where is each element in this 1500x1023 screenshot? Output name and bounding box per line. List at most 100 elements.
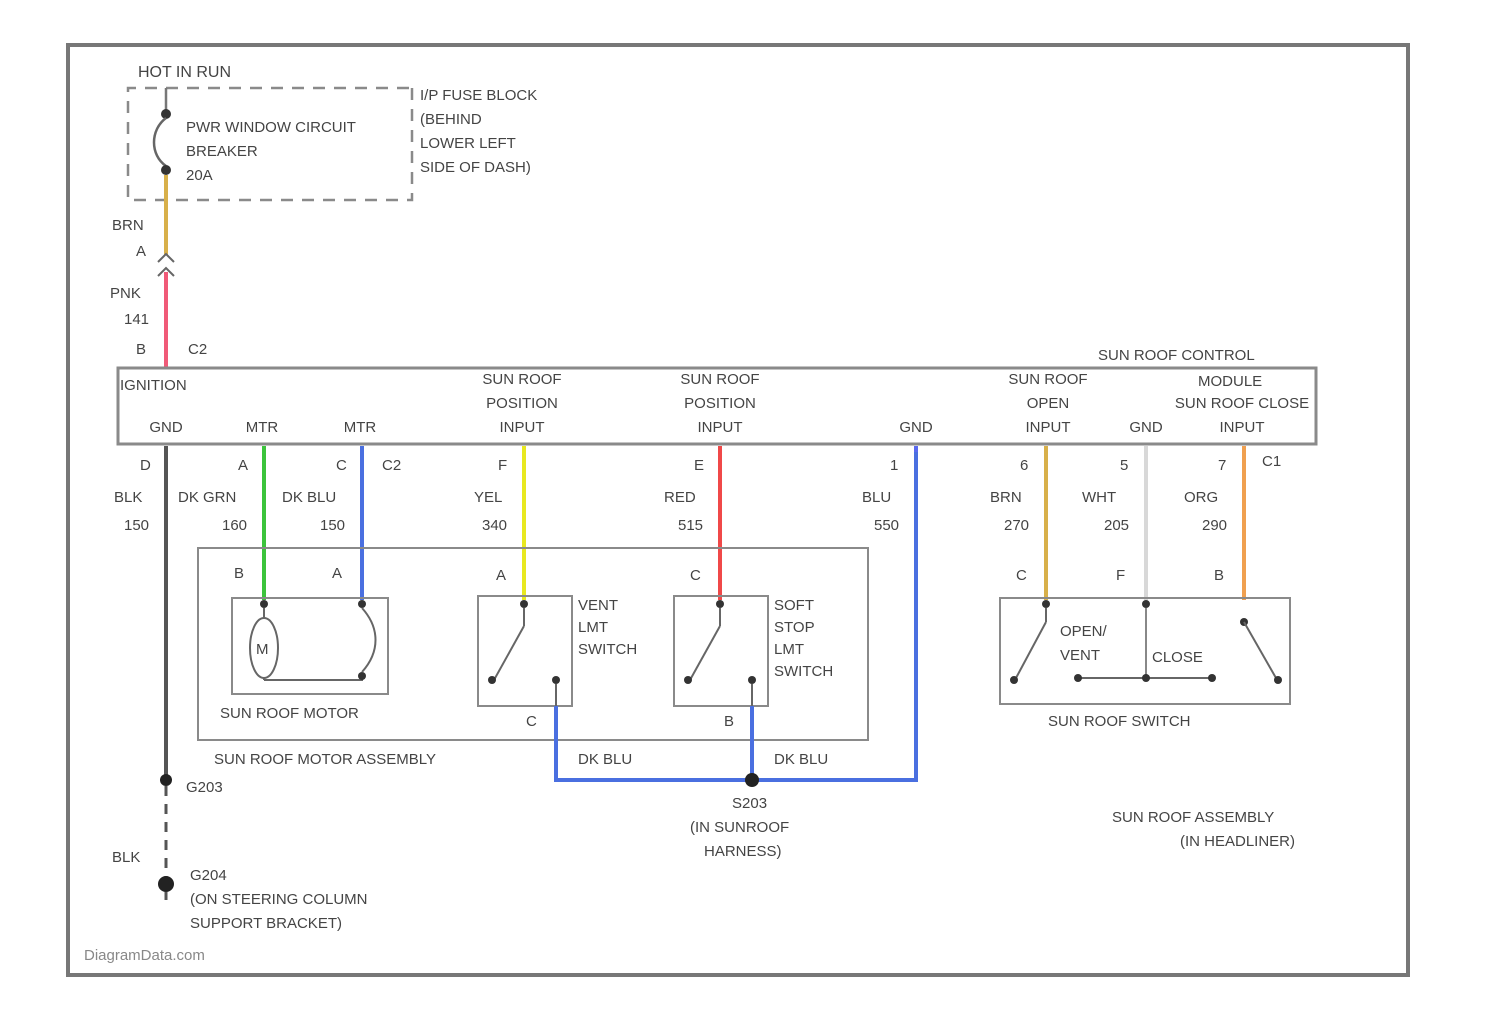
module-pin-label: A — [238, 457, 248, 474]
breaker-line-1: PWR WINDOW CIRCUIT — [186, 119, 356, 136]
connector-c2-label: C2 — [382, 457, 401, 474]
fuse-block-line-4: SIDE OF DASH) — [420, 159, 531, 176]
module-terminal-label: INPUT — [698, 419, 743, 436]
switch-pin-f: F — [1116, 567, 1125, 584]
switch-pin-b: B — [1214, 567, 1224, 584]
module-terminal-label: GND — [149, 419, 183, 436]
breaker-terminal-bottom — [161, 165, 171, 175]
sun-roof-control-module: SUN ROOF CONTROL MODULE IGNITION GND MTR M… — [118, 347, 1316, 474]
wire-color-label: BRN — [990, 489, 1022, 506]
module-terminal-label: SUN ROOF CLOSE — [1175, 395, 1309, 412]
open-vent-line-1: OPEN/ — [1060, 623, 1108, 640]
s203-line-3: HARNESS) — [704, 843, 782, 860]
motor-symbol-label: M — [256, 641, 269, 658]
wire-circuit-label: 205 — [1104, 517, 1129, 534]
wire-circuit-label: 515 — [678, 517, 703, 534]
dk-blu-left-label: DK BLU — [578, 751, 632, 768]
module-ground-path: G203 BLK G204 (ON STEERING COLUMN SUPPOR… — [112, 774, 368, 932]
s203-line-2: (IN SUNROOF — [690, 819, 789, 836]
connector-c1-label: C1 — [1262, 453, 1281, 470]
soft-switch-line-4: SWITCH — [774, 663, 833, 680]
dk-blu-right-label: DK BLU — [774, 751, 828, 768]
module-pin-label: D — [140, 457, 151, 474]
wire-color-label: DK BLU — [282, 489, 336, 506]
module-pin-label: E — [694, 457, 704, 474]
pnk-feed-label: PNK — [110, 285, 141, 302]
pnk-feed-connector: C2 — [188, 341, 207, 358]
module-pin-label: 7 — [1218, 457, 1226, 474]
motor-pin-b: B — [234, 565, 244, 582]
soft-switch-pin-top: C — [690, 567, 701, 584]
module-terminal-label: MTR — [246, 419, 279, 436]
module-terminal-label: MTR — [344, 419, 377, 436]
module-terminal-label: GND — [1129, 419, 1163, 436]
brn-feed-pin: A — [136, 243, 146, 260]
g204-line-2: (ON STEERING COLUMN — [190, 891, 368, 908]
circuit-breaker-symbol — [154, 118, 166, 166]
motor-assembly-title: SUN ROOF MOTOR ASSEMBLY — [214, 751, 436, 768]
module-ignition-label: IGNITION — [120, 377, 187, 394]
module-pin-label: 1 — [890, 457, 898, 474]
vent-switch-line-1: VENT — [578, 597, 618, 614]
module-title-line-1: SUN ROOF CONTROL — [1098, 347, 1255, 364]
module-terminal-label: POSITION — [486, 395, 558, 412]
wire-color-label: BLU — [862, 489, 891, 506]
pnk-feed-pin: B — [136, 341, 146, 358]
module-terminals: GND MTR MTR SUN ROOF POSITION INPUT SUN ROOF PO… — [149, 371, 1309, 436]
assembly-note-line-1: SUN ROOF ASSEMBLY — [1112, 809, 1274, 826]
wire-circuit-label: 550 — [874, 517, 899, 534]
sun-roof-switch-title: SUN ROOF SWITCH — [1048, 713, 1191, 730]
open-vent-contact — [1016, 622, 1046, 678]
wire-color-label: DK GRN — [178, 489, 236, 506]
g204-line-1: G204 — [190, 867, 227, 884]
motor-pin-a: A — [332, 565, 342, 582]
open-vent-line-2: VENT — [1060, 647, 1100, 664]
breaker-line-3: 20A — [186, 167, 213, 184]
module-terminal-label: INPUT — [500, 419, 545, 436]
g203-label: G203 — [186, 779, 223, 796]
module-pin-label: 6 — [1020, 457, 1028, 474]
soft-switch-line-2: STOP — [774, 619, 815, 636]
module-terminal-label: INPUT — [1220, 419, 1265, 436]
vent-switch-line-3: SWITCH — [578, 641, 637, 658]
vent-switch-pin-top: A — [496, 567, 506, 584]
s203-splice — [745, 773, 759, 787]
s203-line-1: S203 — [732, 795, 767, 812]
wire-color-label: ORG — [1184, 489, 1218, 506]
wire-circuit-label: 160 — [222, 517, 247, 534]
module-terminal-label: SUN ROOF — [1008, 371, 1087, 388]
feed-wires: BRN A PNK 141 B C2 — [110, 175, 207, 368]
fuse-block-line-1: I/P FUSE BLOCK — [420, 87, 537, 104]
fuse-block-line-2: (BEHIND — [420, 111, 482, 128]
fuse-block-line-3: LOWER LEFT — [420, 135, 516, 152]
switch-pin-c: C — [1016, 567, 1027, 584]
breaker-terminal-top — [161, 109, 171, 119]
vent-switch-pin-bottom: C — [526, 713, 537, 730]
wire-color-label: RED — [664, 489, 696, 506]
module-terminal-label: POSITION — [684, 395, 756, 412]
wire-color-label: BLK — [114, 489, 142, 506]
module-title-line-2: MODULE — [1198, 373, 1262, 390]
hot-in-run-label: HOT IN RUN — [138, 64, 231, 81]
fuse-block-outline — [128, 88, 412, 200]
g204-ground — [158, 876, 174, 892]
brn-feed-label: BRN — [112, 217, 144, 234]
wire-circuit-label: 150 — [320, 517, 345, 534]
g203-point — [160, 774, 172, 786]
module-terminal-label: INPUT — [1026, 419, 1071, 436]
wire-circuit-label: 150 — [124, 517, 149, 534]
wire-circuit-label: 270 — [1004, 517, 1029, 534]
module-terminal-label: GND — [899, 419, 933, 436]
module-terminal-label: SUN ROOF — [482, 371, 561, 388]
soft-switch-pin-bottom: B — [724, 713, 734, 730]
assembly-note-line-2: (IN HEADLINER) — [1180, 833, 1295, 850]
fuse-block: HOT IN RUN PWR WINDOW CIRCUIT BREAKER 20… — [128, 64, 537, 200]
blk-ground-label: BLK — [112, 849, 140, 866]
module-terminal-label: OPEN — [1027, 395, 1070, 412]
breaker-line-2: BREAKER — [186, 143, 258, 160]
wire-circuit-label: 290 — [1202, 517, 1227, 534]
wire-color-label: YEL — [474, 489, 502, 506]
soft-switch-line-1: SOFT — [774, 597, 814, 614]
close-contact — [1244, 622, 1276, 678]
